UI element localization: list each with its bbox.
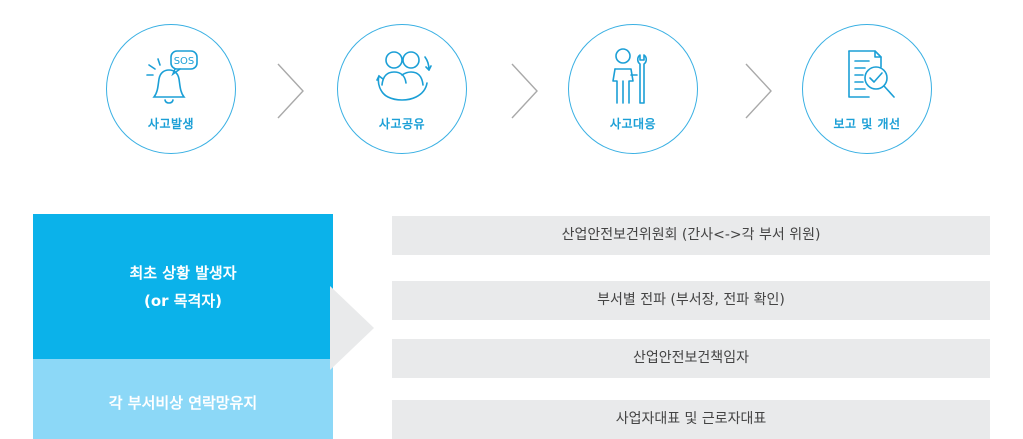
step-report-improvement: 보고 및 개선 (802, 24, 932, 154)
initial-reporter-label: 최초 상황 발생자 (129, 264, 237, 282)
step-label-accident-occurrence: 사고발생 (147, 117, 195, 131)
step-label-accident-sharing: 사고공유 (378, 117, 426, 131)
worker-wrench-icon (612, 48, 648, 104)
notify-target-representatives: 사업자대표 및 근로자대표 (392, 400, 990, 439)
witness-label: (or 목격자) (143, 292, 223, 310)
step-accident-response: 사고대응 (568, 24, 698, 154)
chevron-right-icon (277, 63, 304, 119)
chevron-right-icon (745, 63, 772, 119)
pointer-arrow (330, 286, 374, 370)
contact-network-label: 각 부서비상 연락망유지 (108, 394, 258, 412)
step-accident-sharing: 사고공유 (337, 24, 467, 154)
notify-target-committee: 산업안전보건위원회 (간사<->각 부서 위원) (392, 216, 990, 255)
alarm-bell-sos-icon: SOS (146, 50, 198, 104)
step-label-accident-response: 사고대응 (609, 117, 657, 131)
initial-reporter-box: 최초 상황 발생자 (or 목격자) (33, 214, 333, 359)
report-magnifier-icon (848, 50, 895, 98)
chevron-right-icon (511, 63, 538, 119)
notify-target-department: 부서별 전파 (부서장, 전파 확인) (392, 281, 990, 320)
step-accident-occurrence: SOS 사고발생 (106, 24, 236, 154)
step-label-report-improvement: 보고 및 개선 (833, 117, 901, 131)
notify-target-safety-officer: 산업안전보건책임자 (392, 339, 990, 378)
contact-network-box: 각 부서비상 연락망유지 (33, 359, 333, 439)
people-share-icon (376, 51, 432, 101)
sos-badge: SOS (174, 56, 195, 67)
